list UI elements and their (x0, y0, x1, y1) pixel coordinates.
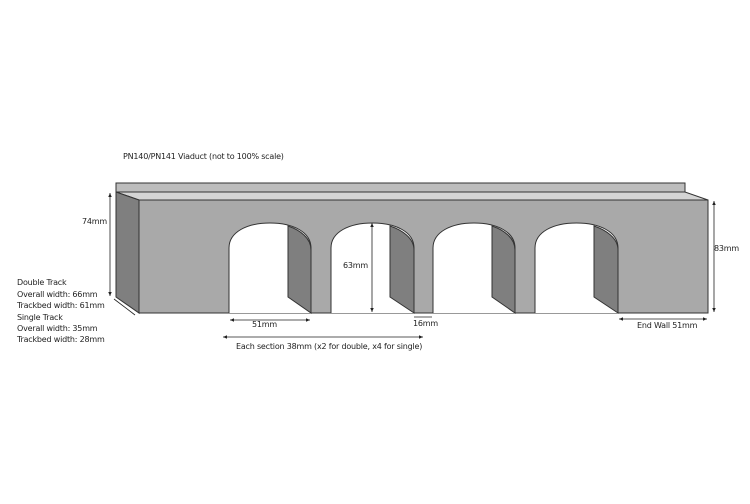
single-overall-width: Overall width: 35mm (17, 324, 98, 333)
dim-section-label: Each section 38mm (x2 for double, x4 for… (236, 342, 423, 351)
diagram-title: PN140/PN141 Viaduct (not to 100% scale) (123, 152, 284, 161)
dim-63-label: 63mm (343, 261, 368, 270)
deck-top (115, 182, 686, 193)
dim-16-label: 16mm (413, 319, 438, 328)
side-face (115, 191, 140, 314)
double-track-heading: Double Track (17, 278, 67, 287)
dim-depth-line (113, 298, 136, 316)
dim-endwall-label: End Wall 51mm (637, 321, 698, 330)
double-trackbed-width: Trackbed width: 61mm (17, 301, 105, 310)
pillar-side-face (593, 225, 619, 314)
dim-83-label: 83mm (714, 244, 739, 253)
single-track-heading: Single Track (17, 313, 63, 322)
dim-51-label: 51mm (252, 320, 277, 329)
pillar-side-face (491, 225, 516, 314)
pillar-side-face (287, 225, 312, 314)
trackbed (115, 191, 709, 201)
single-trackbed-width: Trackbed width: 28mm (17, 335, 105, 344)
double-overall-width: Overall width: 66mm (17, 290, 98, 299)
pillar-side-face (389, 225, 415, 314)
dim-74-label: 74mm (82, 217, 107, 226)
front-face (138, 199, 709, 314)
